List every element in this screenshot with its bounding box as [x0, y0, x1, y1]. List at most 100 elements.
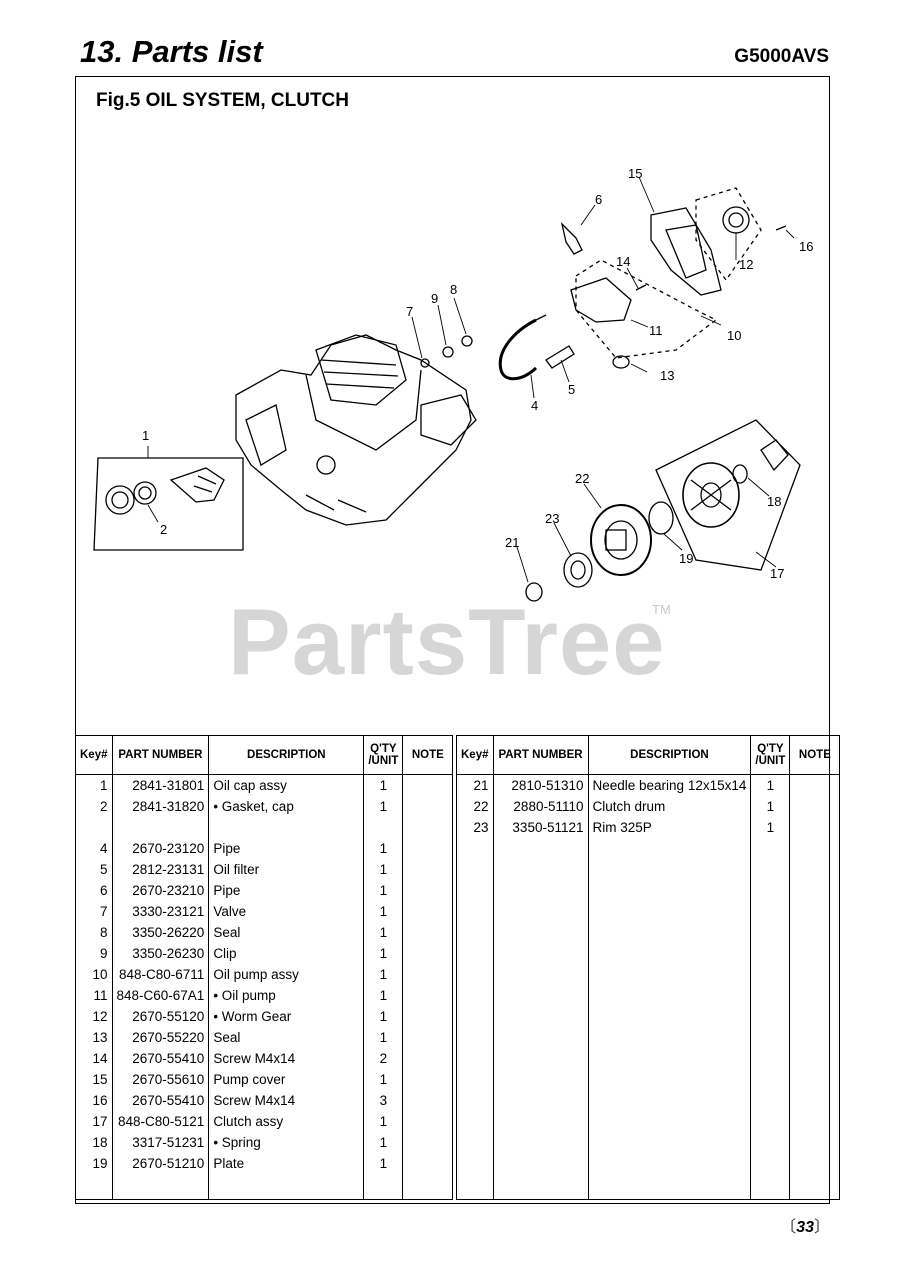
cell-qty — [750, 985, 791, 1006]
empty-row — [456, 1132, 841, 1153]
cell-desc: Screw M4x14 — [208, 1048, 365, 1069]
cell-key — [456, 901, 494, 922]
cell-note — [402, 1111, 454, 1132]
cell-desc: Oil filter — [208, 859, 365, 880]
cell-note — [789, 1048, 841, 1069]
cell-qty: 1 — [363, 1153, 404, 1174]
cell-pn: 3350-26230 — [111, 943, 210, 964]
cell-qty — [750, 1090, 791, 1111]
cell-desc — [208, 817, 365, 838]
cell-pn — [492, 838, 589, 859]
watermark: PartsTree — [228, 589, 666, 694]
cell-pn — [111, 817, 210, 838]
filler-row — [456, 1174, 841, 1200]
cell-pn: 848-C80-5121 — [111, 1111, 210, 1132]
cell-qty — [750, 1153, 791, 1174]
callout-16: 16 — [799, 239, 813, 254]
cell-qty: 1 — [363, 859, 404, 880]
col-note: NOTE — [402, 735, 454, 775]
cell-pn: 848-C80-6711 — [111, 964, 210, 985]
cell-key: 13 — [75, 1027, 113, 1048]
exploded-parts-diagram: 1 2 4 5 6 7 8 9 10 11 12 13 14 15 16 17 … — [93, 166, 813, 602]
cell-note — [402, 964, 454, 985]
cell-qty: 1 — [363, 964, 404, 985]
engine-body-drawing — [235, 334, 472, 526]
watermark-tm: TM — [652, 602, 671, 617]
cell-pn: 848-C60-67A1 — [111, 985, 210, 1006]
cell-desc: Clip — [208, 943, 365, 964]
col-part-number: PART NUMBER — [111, 735, 210, 775]
cell-qty — [750, 964, 791, 985]
cell-desc — [587, 1027, 752, 1048]
cell-pn: 2670-55220 — [111, 1027, 210, 1048]
cell-desc — [587, 859, 752, 880]
cell-note — [789, 964, 841, 985]
cell-pn — [492, 943, 589, 964]
empty-row — [456, 964, 841, 985]
col-qty: Q'TY/UNIT — [750, 735, 791, 775]
cell-note — [402, 796, 454, 817]
cell-desc: Oil cap assy — [208, 774, 365, 796]
cell-pn: 2841-31820 — [111, 796, 210, 817]
callout-2: 2 — [160, 522, 167, 537]
empty-row — [456, 1111, 841, 1132]
cell-key: 21 — [456, 774, 494, 796]
cell-note — [789, 774, 841, 796]
cell-desc: Plate — [208, 1153, 365, 1174]
cell-note — [789, 859, 841, 880]
col-note: NOTE — [789, 735, 841, 775]
empty-row — [456, 901, 841, 922]
cell-key — [456, 838, 494, 859]
cell-key: 5 — [75, 859, 113, 880]
callout-10: 10 — [727, 328, 741, 343]
cell-desc: Seal — [208, 1027, 365, 1048]
cell-qty — [363, 817, 404, 838]
callout-22: 22 — [575, 471, 589, 486]
cell-key: 1 — [75, 774, 113, 796]
cell-desc: • Worm Gear — [208, 1006, 365, 1027]
cell-note — [402, 1090, 454, 1111]
cell-key — [456, 922, 494, 943]
cell-desc: Clutch assy — [208, 1111, 365, 1132]
cell-desc: Oil pump assy — [208, 964, 365, 985]
cell-key — [456, 1027, 494, 1048]
cell-qty: 1 — [363, 1027, 404, 1048]
cell-qty — [750, 1048, 791, 1069]
cell-desc — [587, 838, 752, 859]
cell-desc: • Gasket, cap — [208, 796, 365, 817]
cell-note — [789, 1153, 841, 1174]
cell-pn — [492, 880, 589, 901]
cell-qty: 1 — [363, 1132, 404, 1153]
parts-table-right: Key# PART NUMBER DESCRIPTION Q'TY/UNIT N… — [456, 735, 841, 1200]
callout-14: 14 — [616, 254, 630, 269]
callout-17: 17 — [770, 566, 784, 581]
cell-key — [456, 1153, 494, 1174]
cell-pn — [492, 1132, 589, 1153]
empty-row — [456, 859, 841, 880]
empty-row — [456, 1153, 841, 1174]
cell-pn — [492, 1006, 589, 1027]
cell-pn: 3350-26220 — [111, 922, 210, 943]
callout-11: 11 — [649, 323, 663, 338]
cell-key: 7 — [75, 901, 113, 922]
cell-key — [456, 943, 494, 964]
cell-key: 8 — [75, 922, 113, 943]
cell-qty: 1 — [363, 796, 404, 817]
cell-key: 15 — [75, 1069, 113, 1090]
parts-table-left: Key# PART NUMBER DESCRIPTION Q'TY/UNIT N… — [75, 735, 454, 1200]
callout-9: 9 — [431, 291, 438, 306]
cell-key: 10 — [75, 964, 113, 985]
col-key: Key# — [75, 735, 113, 775]
cell-desc — [587, 964, 752, 985]
cell-pn — [492, 922, 589, 943]
cell-note — [789, 985, 841, 1006]
col-qty: Q'TY/UNIT — [363, 735, 404, 775]
cell-pn: 2670-23120 — [111, 838, 210, 859]
cell-key — [456, 1090, 494, 1111]
